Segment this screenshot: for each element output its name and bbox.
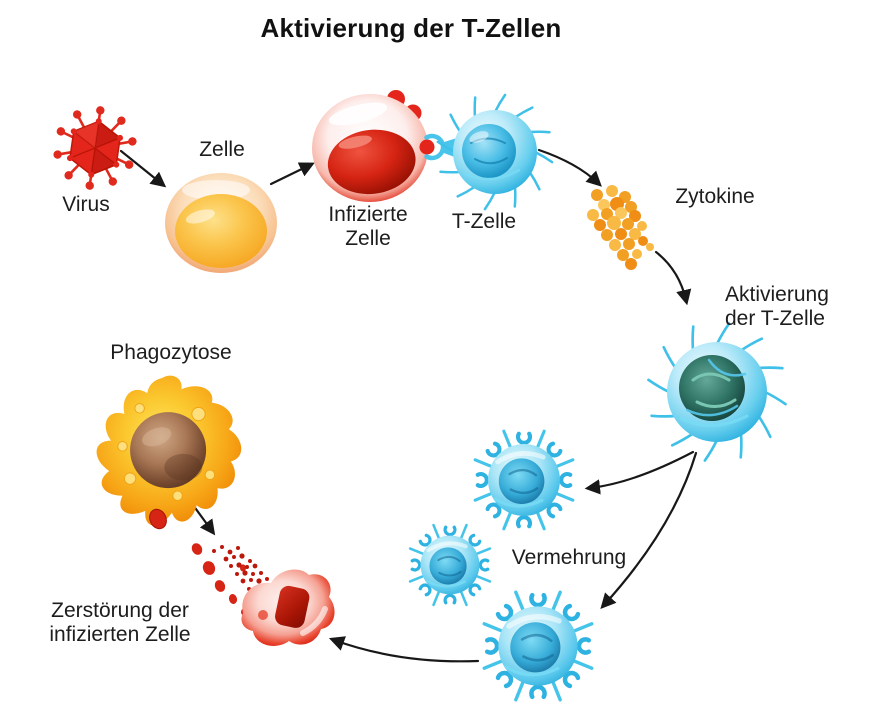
label-zelle: Zelle (199, 138, 245, 161)
arrow-cytokines-to-activation (654, 250, 692, 306)
activated-t-cell-icon (647, 322, 787, 462)
label-t-zelle: T-Zelle (451, 210, 517, 233)
clone-cell-top (475, 431, 573, 529)
arrow-virus-to-cell (119, 149, 167, 188)
label-phagozytose: Phagozytose (110, 341, 232, 364)
label-aktivierung: Aktivierung der T-Zelle (725, 283, 829, 330)
diagram-title: Aktivierung der T-Zellen (260, 13, 562, 43)
label-vermehrung: Vermehrung (511, 546, 627, 569)
arrow-activation-to-clone-bottom (600, 451, 698, 609)
cytokine-dots-icon (587, 185, 654, 270)
label-virus: Virus (62, 193, 110, 216)
destroyed-cell-icon (241, 569, 335, 646)
label-zytokine: Zytokine (675, 185, 755, 208)
macrophage-icon (96, 375, 242, 526)
arrow-macrophage-to-debris (191, 503, 216, 536)
clone-cell-left (408, 523, 492, 607)
arrow-activation-to-clone-top (584, 450, 695, 495)
label-infizierte-zelle: Infizierte Zelle (328, 203, 408, 250)
infected-cell-icon (312, 90, 435, 202)
healthy-cell-icon (165, 173, 277, 273)
label-zerstoerung: Zerstörung der infizierten Zelle (49, 599, 191, 646)
t-cell-icon (436, 93, 554, 211)
black-curved-arrows (119, 148, 698, 663)
arrow-cell-to-infected (269, 162, 315, 186)
virus-icon (53, 106, 137, 190)
engulfed-particle-icon (149, 508, 167, 530)
arrow-clone-to-destruction (328, 636, 480, 663)
clone-cell-bottom (484, 592, 591, 699)
arrow-tcell-to-cytokines (537, 148, 602, 187)
